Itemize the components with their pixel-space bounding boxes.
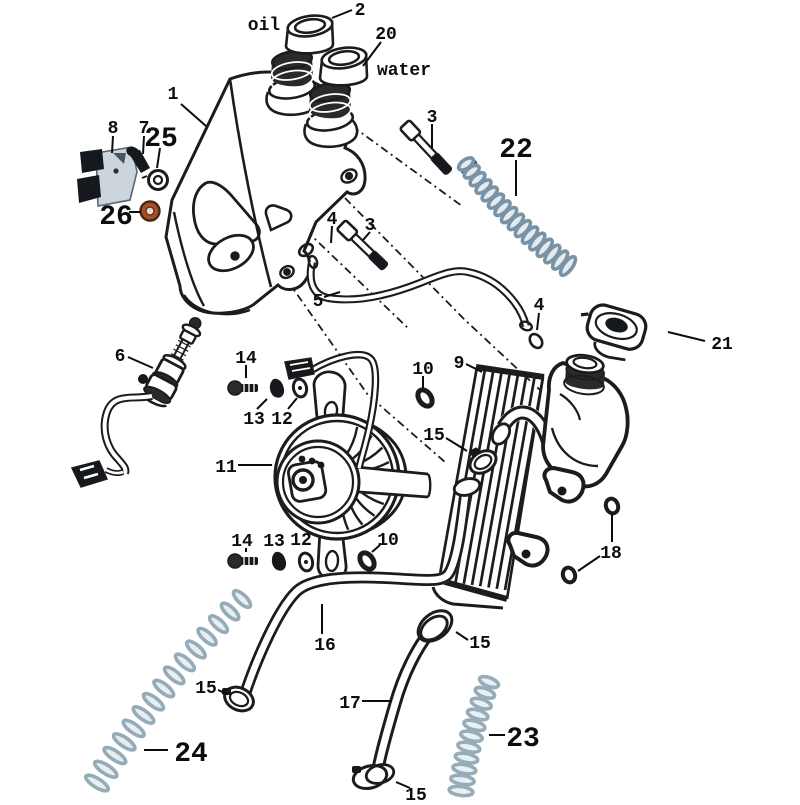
svg-text:8: 8 — [108, 119, 119, 139]
svg-text:15: 15 — [195, 679, 217, 699]
svg-text:23: 23 — [506, 724, 540, 755]
svg-text:6: 6 — [115, 347, 126, 367]
svg-text:2: 2 — [355, 1, 366, 21]
svg-text:12: 12 — [271, 410, 293, 430]
svg-text:14: 14 — [231, 532, 253, 552]
svg-text:15: 15 — [423, 426, 445, 446]
svg-text:5: 5 — [313, 292, 324, 312]
svg-text:21: 21 — [711, 335, 733, 355]
svg-text:20: 20 — [375, 25, 397, 45]
svg-text:water: water — [377, 61, 431, 81]
svg-text:13: 13 — [243, 410, 265, 430]
svg-text:3: 3 — [427, 108, 438, 128]
svg-text:10: 10 — [412, 360, 434, 380]
svg-text:15: 15 — [469, 634, 491, 654]
svg-text:9: 9 — [454, 354, 465, 374]
svg-text:15: 15 — [405, 786, 427, 800]
svg-text:12: 12 — [290, 531, 312, 551]
svg-text:17: 17 — [339, 694, 361, 714]
svg-text:14: 14 — [235, 349, 257, 369]
svg-text:24: 24 — [174, 739, 208, 770]
svg-text:7: 7 — [139, 119, 150, 139]
svg-text:26: 26 — [99, 202, 133, 233]
svg-text:25: 25 — [144, 124, 178, 155]
svg-text:18: 18 — [600, 544, 622, 564]
svg-text:10: 10 — [377, 531, 399, 551]
svg-text:16: 16 — [314, 636, 336, 656]
svg-text:4: 4 — [327, 210, 338, 230]
svg-text:3: 3 — [365, 216, 376, 236]
svg-text:4: 4 — [534, 296, 545, 316]
svg-text:1: 1 — [168, 85, 179, 105]
svg-text:22: 22 — [499, 135, 533, 166]
svg-text:oil: oil — [248, 16, 281, 36]
svg-text:11: 11 — [215, 458, 237, 478]
svg-text:13: 13 — [263, 532, 285, 552]
